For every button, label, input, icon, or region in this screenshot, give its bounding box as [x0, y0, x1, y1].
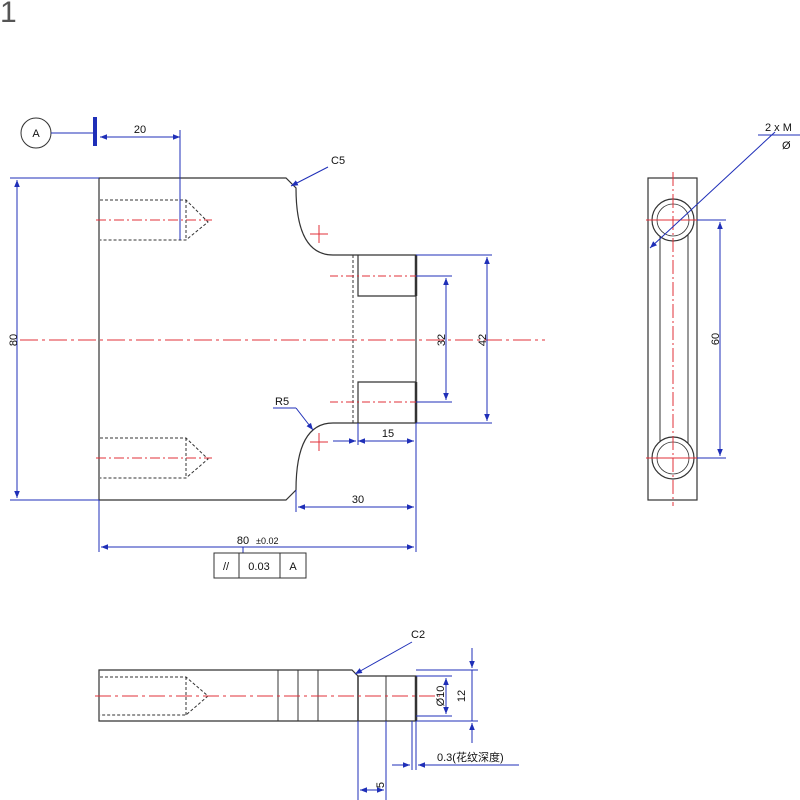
datum-label: A [32, 128, 40, 140]
dim-dia10-text: Ø10 [435, 686, 447, 707]
dim-12-text: 12 [456, 690, 468, 702]
depth-note-text: 0.3(花纹深度) [437, 750, 504, 764]
dim-60-text: 60 [710, 333, 722, 345]
tolerance-datum: A [289, 561, 297, 573]
side-callout-leader [649, 131, 776, 249]
side-callout-line1: 2 x M [765, 122, 792, 134]
page-number: 1 [0, 0, 17, 29]
front-view: A 20 C5 80 [8, 117, 545, 579]
fillet-r5-leader [295, 407, 314, 431]
chamfer-c2-text: C2 [411, 629, 425, 641]
tolerance-symbol: // [223, 561, 230, 573]
bottom-view: C2 Ø10 12 0.3(花纹深度) 5 [95, 629, 519, 800]
dim-32-text: 32 [436, 334, 448, 346]
dim-80-width-tol: ±0.02 [256, 536, 278, 546]
slot-lower [357, 381, 416, 423]
chamfer-c5-text: C5 [331, 155, 345, 167]
fillet-center-bottom [310, 433, 328, 451]
dim-20-text: 20 [134, 124, 146, 136]
tolerance-value: 0.03 [248, 561, 269, 573]
side-view: 2 x M Ø 60 [646, 122, 800, 506]
chamfer-c5-leader [290, 166, 329, 187]
dim-80-height-text: 80 [8, 334, 20, 346]
dim-30-text: 30 [352, 494, 364, 506]
tolerance-frame: // 0.03 A [213, 552, 307, 579]
slot-upper [357, 255, 416, 297]
part-outline [98, 177, 417, 501]
dim-42-text: 42 [477, 334, 489, 346]
side-callout-line2: Ø [782, 140, 791, 152]
dim-15-text: 15 [382, 428, 394, 440]
fillet-center-top [310, 225, 328, 243]
fillet-r5-text: R5 [275, 396, 289, 408]
dim-5-text: 5 [375, 782, 387, 788]
dim-80-width-text: 80 [237, 535, 249, 547]
chamfer-c2-leader [354, 641, 413, 675]
